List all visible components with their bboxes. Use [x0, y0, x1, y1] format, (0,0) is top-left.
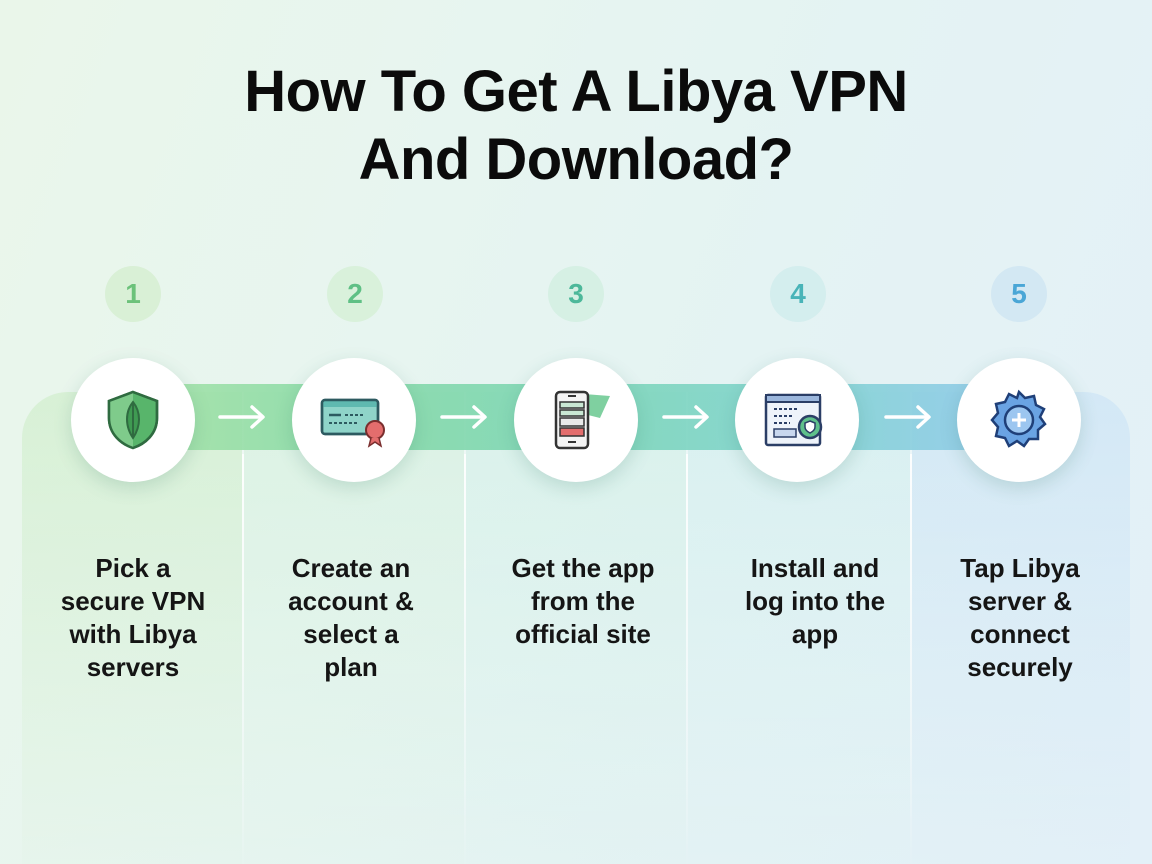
step-text-line: Create an	[291, 553, 411, 583]
step-number-2: 2	[327, 266, 383, 322]
column-divider	[686, 454, 688, 864]
install-screen-icon	[764, 393, 823, 447]
phone-download-icon	[554, 390, 610, 450]
step-text-line: Tap Libya	[960, 553, 1080, 583]
step-text-line: plan	[324, 652, 378, 682]
step-text-line: Pick a	[95, 553, 171, 583]
step-2-circle	[292, 358, 416, 482]
step-3-circle	[514, 358, 638, 482]
step-number-1: 1	[105, 266, 161, 322]
arrow-right-icon	[662, 405, 709, 429]
step-4-text: Install and log into the app	[715, 552, 915, 651]
arrow-right-icon	[884, 405, 931, 429]
title-line-1: How To Get A Libya VPN	[244, 59, 908, 124]
step-2-text: Create an account & select a plan	[251, 552, 451, 684]
step-5-circle	[957, 358, 1081, 482]
step-5-text: Tap Libya server & connect securely	[920, 552, 1120, 684]
step-text-line: securely	[967, 652, 1073, 682]
step-text-line: secure VPN	[60, 586, 206, 616]
step-number-5: 5	[991, 266, 1047, 322]
step-text-line: account &	[288, 586, 414, 616]
step-text-line: server &	[967, 586, 1073, 616]
step-text-line: Get the app	[511, 553, 655, 583]
step-text-line: official site	[515, 619, 651, 649]
step-text-line: from the	[531, 586, 635, 616]
step-text-line: Install and	[750, 553, 880, 583]
step-text-line: log into the	[744, 586, 886, 616]
shield-icon	[107, 390, 159, 450]
step-1-text: Pick a secure VPN with Libya servers	[33, 552, 233, 684]
step-4-circle	[735, 358, 859, 482]
step-text-line: with Libya	[69, 619, 197, 649]
server-gear-icon	[990, 389, 1047, 448]
step-text-line: select a	[303, 619, 399, 649]
column-divider	[910, 454, 912, 864]
step-number-3: 3	[548, 266, 604, 322]
step-text-line: app	[791, 619, 839, 649]
column-divider	[242, 454, 244, 864]
step-1-circle	[71, 358, 195, 482]
page-title: How To Get A Libya VPN And Download?	[0, 58, 1152, 194]
column-divider	[464, 454, 466, 864]
step-number-4: 4	[770, 266, 826, 322]
title-line-2: And Download?	[358, 127, 794, 192]
arrow-right-icon	[218, 405, 265, 429]
account-card-icon	[320, 398, 385, 448]
arrow-right-icon	[440, 405, 487, 429]
step-3-text: Get the app from the official site	[483, 552, 683, 651]
step-text-line: servers	[86, 652, 180, 682]
step-text-line: connect	[970, 619, 1070, 649]
